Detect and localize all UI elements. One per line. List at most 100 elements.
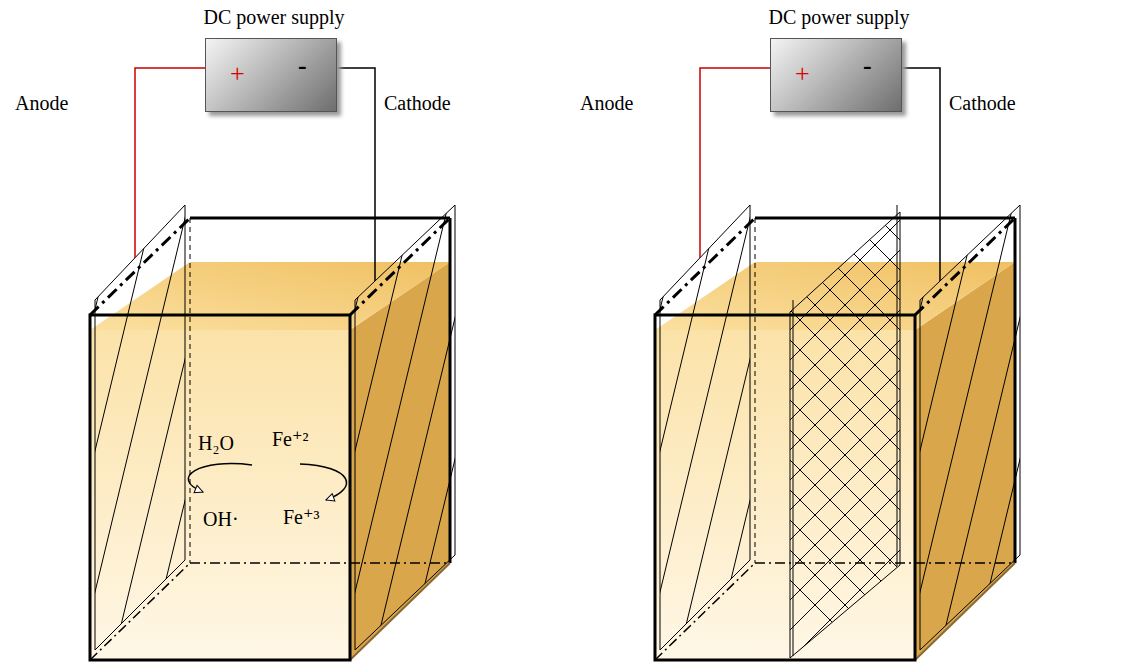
hatch-line [103,160,233,668]
power-supply: DC power supply +- [715,6,963,116]
liquid-side [350,262,450,660]
electrode-label: Cathode [384,92,451,115]
mesh-line [510,180,1030,668]
hatch-line [1076,160,1121,668]
hatch-line [1030,160,1121,668]
mesh-line [960,180,1121,668]
mesh-line [1020,180,1121,668]
electrode-label: Anode [15,92,68,115]
hatch-line [273,160,403,668]
mesh-line [540,180,1060,668]
mesh-line [900,180,1121,668]
cathode-wire [335,68,375,281]
mesh-line [600,180,1120,668]
hatch-line [0,160,29,668]
mesh-line [450,180,970,668]
hatch-line [520,160,650,668]
tank-edge [755,217,1015,220]
hatch-line [588,160,718,668]
mesh-line [1110,180,1121,668]
mesh-line [1050,180,1121,668]
hatch-line [1008,160,1121,668]
species-label: Fe⁺³ [283,506,320,529]
hatch-line [532,160,662,668]
hatch-line [770,160,900,668]
hatch-line [600,160,730,668]
mesh-line [690,180,1121,668]
species-label: OH· [203,508,239,531]
hatch-line [159,160,289,668]
reaction-arrow [300,464,347,500]
hidden-edge [755,562,1015,564]
tank-front [655,315,915,660]
hatch-line [171,160,301,668]
mesh-line [690,180,1121,668]
electrode-label: Cathode [949,92,1016,115]
hatch-line [465,160,595,668]
mesh-line [870,180,1121,668]
tank-edge [90,218,190,315]
hatch-line [363,160,493,668]
hatch-line [554,160,684,668]
hatch-line [940,160,1070,668]
hatch-line [477,160,607,668]
tank-edge [655,218,755,315]
mesh-line [1080,180,1121,668]
mesh-line [930,180,1121,668]
mesh-line [1080,180,1121,668]
hatch-line [533,160,663,668]
mesh-line [570,180,1090,668]
mesh-line [390,180,910,668]
power-supply: DC power supply + - [150,6,398,116]
polarity-sign: - [298,53,307,79]
liquid-surface [90,262,450,330]
hatch-line [328,160,458,668]
hidden-edge [755,218,756,563]
mesh-line [900,180,1121,668]
plate-outline [355,205,455,650]
tank-edge [350,563,450,660]
hidden-edge [190,562,450,564]
hatch-line [0,160,119,668]
plate-outline [95,205,185,650]
mesh-line [540,180,1060,668]
species-label: H₂O [198,432,234,455]
hatch-line [375,160,505,668]
hatch-line [906,160,1036,668]
mesh-line [780,180,1121,668]
hatch-line [872,160,1002,668]
species-label: Fe⁺² [272,428,309,451]
hatch-line [860,160,990,668]
hatch-line [341,160,471,668]
hatch-line [792,160,922,668]
mesh-line [960,180,1121,668]
reaction-arrow [188,464,252,492]
mesh-line [1050,180,1121,668]
tank-edge [350,218,450,315]
hatch-line [57,160,187,668]
tank-edge [449,218,452,563]
hidden-edge [90,563,190,660]
hatch-line [193,160,323,668]
supply-title: DC power supply [715,6,963,29]
anode-wire [700,68,770,258]
plate-outline [790,212,900,658]
mesh-line [870,180,1121,668]
hatch-line [464,160,594,668]
power-supply-box: +- [770,38,902,112]
hatch-line [668,160,798,668]
hatch-line [499,160,629,668]
mesh-line [480,180,1000,668]
hatch [260,160,1121,668]
mesh-line [420,180,940,668]
polarity-sign: + [230,61,245,87]
mesh-line [570,180,1090,668]
tank-front [90,315,350,660]
mesh-frame [793,300,794,656]
supply-title: DC power supply [150,6,398,29]
tank-edge [915,218,1015,315]
mesh-line [750,180,1121,668]
anode-wire [135,68,205,258]
hatch-line [702,160,832,668]
hatch-line [261,160,391,668]
